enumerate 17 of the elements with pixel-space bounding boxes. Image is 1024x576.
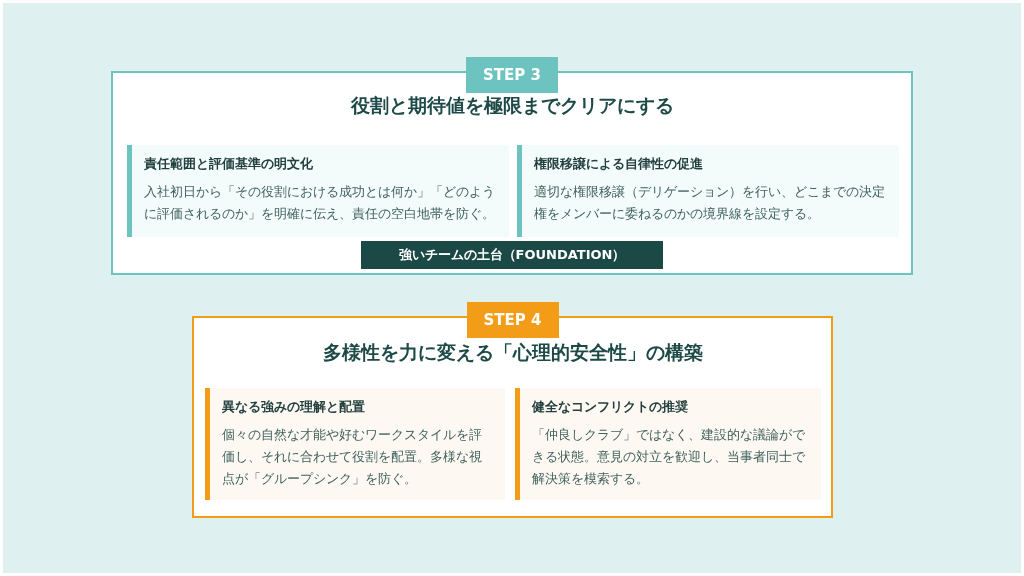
card-heading: 異なる強みの理解と配置 bbox=[222, 398, 365, 416]
point-card bbox=[205, 388, 505, 500]
card-heading: 健全なコンフリクトの推奨 bbox=[532, 398, 688, 416]
panel-title: 役割と期待値を極限までクリアにする bbox=[349, 93, 675, 118]
foundation-bar: 強いチームの土台（FOUNDATION） bbox=[361, 241, 663, 269]
card-description: 「仲良しクラブ」ではなく、建設的な議論ができる状態。意見の対立を歓迎し、当事者同士で解決策を模索する。 bbox=[532, 426, 806, 488]
card-description: 入社初日から「その役割における成功とは何か」「どのように評価されるのか」を明確に伝え、責任の空白地帯を防ぐ。 bbox=[144, 183, 496, 223]
point-card bbox=[127, 145, 509, 237]
step-badge: STEP 3 bbox=[466, 57, 558, 93]
card-description: 適切な権限移譲（デリゲーション）を行い、どこまでの決定権をメンバーに委ねるのかの境界線を設定する。 bbox=[534, 183, 886, 223]
point-card bbox=[515, 388, 821, 500]
card-heading: 責任範囲と評価基準の明文化 bbox=[144, 155, 313, 173]
card-heading: 権限移譲による自律性の促進 bbox=[534, 155, 703, 173]
point-card bbox=[517, 145, 899, 237]
panel-title: 多様性を力に変える「心理的安全性」の構築 bbox=[321, 340, 704, 365]
step-badge: STEP 4 bbox=[466, 302, 559, 338]
card-description: 個々の自然な才能や好むワークスタイルを評価し、それに合わせて役割を配置。多様な視点が「グループシンク」を防ぐ。 bbox=[222, 426, 483, 488]
